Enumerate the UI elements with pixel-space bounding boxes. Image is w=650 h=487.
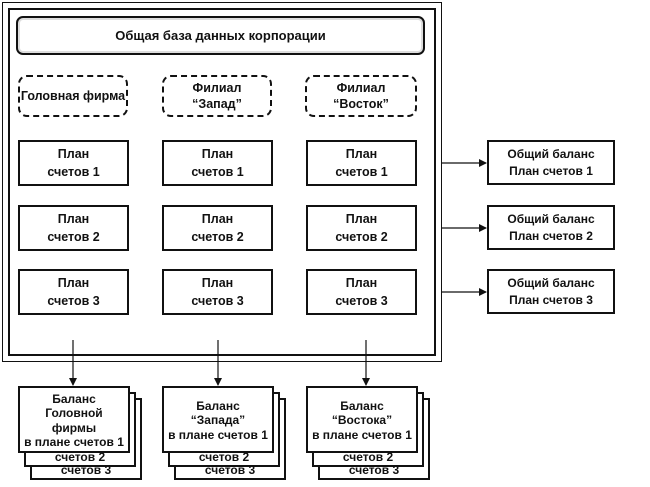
head-plan-1: План счетов 1 <box>18 140 129 186</box>
east-balance-sheet-2-label: счетов 2 <box>342 450 394 464</box>
west-plan-1: План счетов 1 <box>162 140 273 186</box>
corporation-inner-frame <box>8 8 436 356</box>
unit-branch-east: Филиал “Восток” <box>305 75 417 117</box>
west-balance-sheet-2-label: счетов 2 <box>198 450 250 464</box>
database-title: Общая база данных корпорации <box>16 16 425 55</box>
head-plan-2: План счетов 2 <box>18 205 129 251</box>
west-balance-sheet-1: Баланс “Запада” в плане счетов 1 <box>162 386 274 453</box>
total-balance-plan-3: Общий баланс План счетов 3 <box>487 269 615 314</box>
head-balance-sheet-1: Баланс Головной фирмы в плане счетов 1 <box>18 386 130 453</box>
east-plan-1: План счетов 1 <box>306 140 417 186</box>
west-plan-2: План счетов 2 <box>162 205 273 251</box>
total-balance-plan-1: Общий баланс План счетов 1 <box>487 140 615 185</box>
east-balance-sheet-1: Баланс “Востока” в плане счетов 1 <box>306 386 418 453</box>
east-plan-3: План счетов 3 <box>306 269 417 315</box>
unit-branch-west: Филиал “Запад” <box>162 75 272 117</box>
total-balance-plan-2: Общий баланс План счетов 2 <box>487 205 615 250</box>
west-plan-3: План счетов 3 <box>162 269 273 315</box>
head-plan-3: План счетов 3 <box>18 269 129 315</box>
unit-head-office: Головная фирма <box>18 75 128 117</box>
east-plan-2: План счетов 2 <box>306 205 417 251</box>
head-balance-sheet-2-label: счетов 2 <box>54 450 106 464</box>
